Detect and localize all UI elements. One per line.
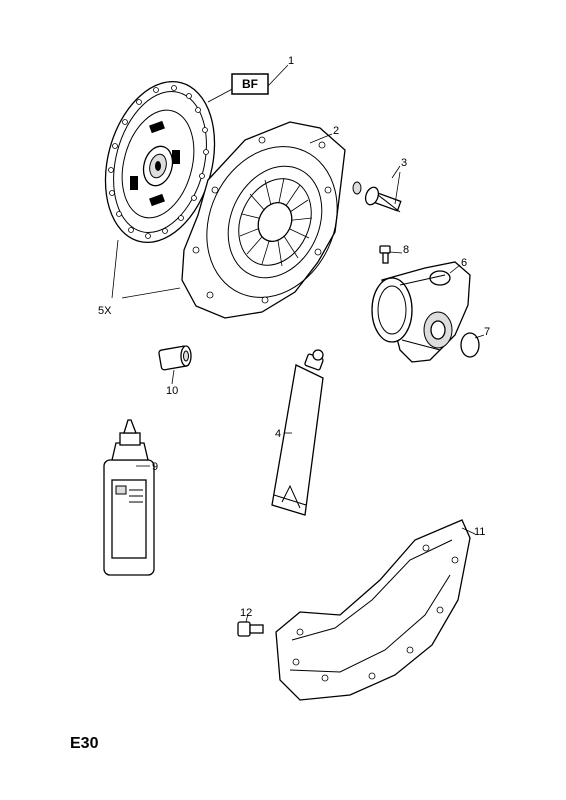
fluid-bottle bbox=[103, 419, 155, 576]
callout-3: 3 bbox=[401, 157, 407, 169]
grease-tube bbox=[271, 349, 324, 516]
callout-4: 4 bbox=[275, 428, 281, 440]
callout-9: 9 bbox=[152, 461, 158, 473]
screw bbox=[379, 245, 391, 264]
page-code: E30 bbox=[70, 735, 99, 752]
clutch-disc bbox=[104, 81, 216, 243]
callout-2: 2 bbox=[333, 125, 339, 137]
pilot-bushing bbox=[158, 345, 192, 371]
clutch-cover-shield bbox=[275, 519, 471, 701]
o-ring bbox=[460, 332, 480, 358]
release-bearing bbox=[371, 261, 471, 363]
callout-1: 1 bbox=[288, 55, 294, 67]
callout-10: 10 bbox=[166, 385, 178, 397]
callout-7: 7 bbox=[484, 326, 490, 338]
small-bolt bbox=[237, 621, 264, 637]
callout-12: 12 bbox=[240, 607, 252, 619]
bolt-with-washer bbox=[352, 181, 402, 213]
callout-6: 6 bbox=[461, 257, 467, 269]
leader-lines bbox=[111, 64, 485, 623]
callout-11: 11 bbox=[474, 526, 485, 538]
callout-5x: 5X bbox=[98, 305, 112, 317]
bf-label-box: BF bbox=[231, 73, 269, 95]
pressure-plate bbox=[181, 121, 346, 319]
callout-8: 8 bbox=[403, 244, 409, 256]
bf-label-text: BF bbox=[242, 77, 258, 91]
